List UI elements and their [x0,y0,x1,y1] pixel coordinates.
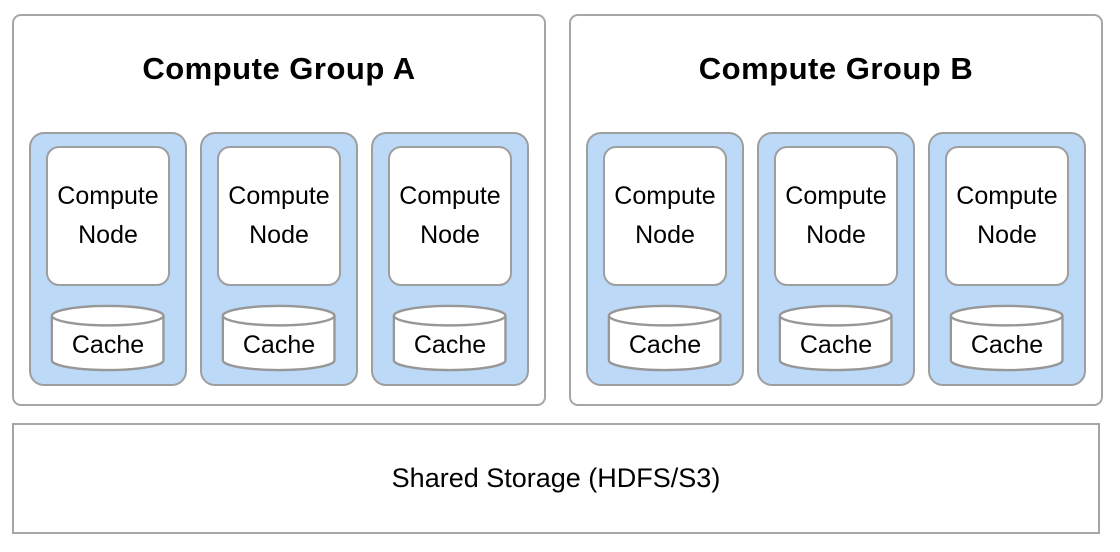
database-cylinder-icon [950,304,1064,372]
node-cell: Compute Node Cache [29,132,187,386]
cache-label: Cache [413,331,487,359]
compute-node-box: Compute Node [388,146,512,286]
compute-node-box: Compute Node [945,146,1069,286]
compute-node-label: Compute Node [228,182,330,249]
compute-node-label: Compute Node [57,182,159,249]
compute-node-box: Compute Node [603,146,727,286]
cache-cylinder: Cache [778,304,893,372]
group-title: Compute Group B [698,51,974,86]
compute-node-label: Compute Node [399,182,501,249]
cache-cylinder: Cache [949,304,1064,372]
compute-node-label: Compute Node [785,182,887,249]
database-cylinder-icon [779,304,893,372]
node-cell: Compute Node Cache [371,132,529,386]
database-cylinder-icon [393,304,507,372]
shared-storage-box: Shared Storage (HDFS/S3) [12,423,1100,534]
compute-groups-row: Compute Group A Compute Node Cache [12,14,1103,406]
cache-label: Cache [799,331,873,359]
cache-cylinder: Cache [221,304,336,372]
cache-cylinder: Cache [392,304,507,372]
group-b-cells: Compute Node Cache Compute Node [586,132,1086,386]
node-cell: Compute Node Cache [757,132,915,386]
compute-node-label: Compute Node [956,182,1058,249]
group-title: Compute Group A [142,51,416,86]
cache-cylinder: Cache [607,304,722,372]
database-cylinder-icon [222,304,336,372]
compute-node-box: Compute Node [46,146,170,286]
cache-label: Cache [970,331,1044,359]
cache-label: Cache [242,331,316,359]
cache-label: Cache [71,331,145,359]
cache-label: Cache [628,331,702,359]
compute-group-b: Compute Group B Compute Node Cache [569,14,1103,406]
node-cell: Compute Node Cache [586,132,744,386]
node-cell: Compute Node Cache [928,132,1086,386]
compute-node-box: Compute Node [774,146,898,286]
shared-storage-label: Shared Storage (HDFS/S3) [391,463,721,493]
compute-node-label: Compute Node [614,182,716,249]
cache-cylinder: Cache [50,304,165,372]
compute-node-box: Compute Node [217,146,341,286]
group-a-cells: Compute Node Cache Compute Node [29,132,529,386]
compute-group-a: Compute Group A Compute Node Cache [12,14,546,406]
node-cell: Compute Node Cache [200,132,358,386]
database-cylinder-icon [51,304,165,372]
database-cylinder-icon [608,304,722,372]
